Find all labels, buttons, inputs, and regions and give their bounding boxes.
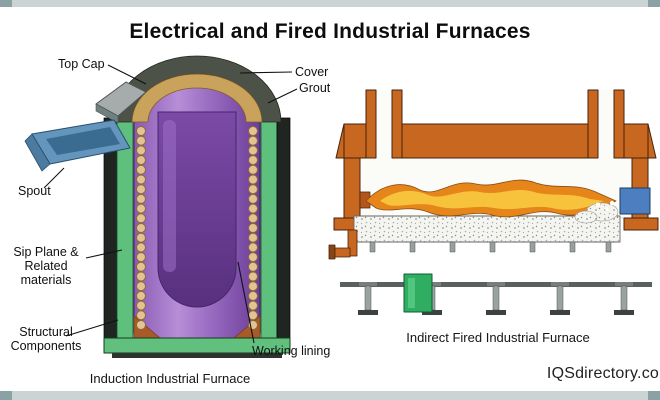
label-sip-plane: Sip Plane & Related materials — [13, 245, 79, 287]
page-title: Electrical and Fired Industrial Furnaces — [129, 20, 531, 43]
green-pedestal — [403, 273, 433, 313]
label-pointer-lines — [43, 64, 298, 344]
hearth-refractory-slab — [353, 215, 621, 243]
pour-spout — [24, 119, 131, 172]
induction-furnace-illustration — [24, 55, 291, 358]
flame — [365, 179, 617, 218]
label-top-cap: Top Cap — [58, 57, 105, 71]
page-bottom-border — [0, 391, 660, 400]
label-grout: Grout — [299, 81, 331, 95]
indirect-furnace-caption: Indirect Fired Industrial Furnace — [406, 330, 590, 345]
induction-furnace-caption: Induction Industrial Furnace — [89, 371, 251, 386]
drain-pipe — [328, 229, 358, 260]
crucible-cavity — [157, 111, 237, 308]
furnace-lid — [335, 123, 657, 159]
sight-box — [619, 187, 651, 215]
cover-grout-band — [131, 73, 263, 123]
spray-cloud — [574, 200, 619, 224]
indirect-furnace-illustration — [328, 89, 659, 315]
label-working-lining: Working lining — [252, 344, 331, 358]
label-spout: Spout — [18, 184, 51, 198]
slab-posts — [369, 241, 612, 253]
page-top-border — [0, 0, 660, 7]
label-structural: Structural Components — [10, 325, 82, 353]
structural-frame-right — [260, 117, 278, 339]
label-cover: Cover — [295, 65, 329, 79]
top-cap — [95, 81, 147, 124]
structural-frame-left — [116, 117, 134, 339]
induction-coil — [136, 126, 258, 330]
watermark: IQSdirectory.co — [546, 365, 659, 382]
